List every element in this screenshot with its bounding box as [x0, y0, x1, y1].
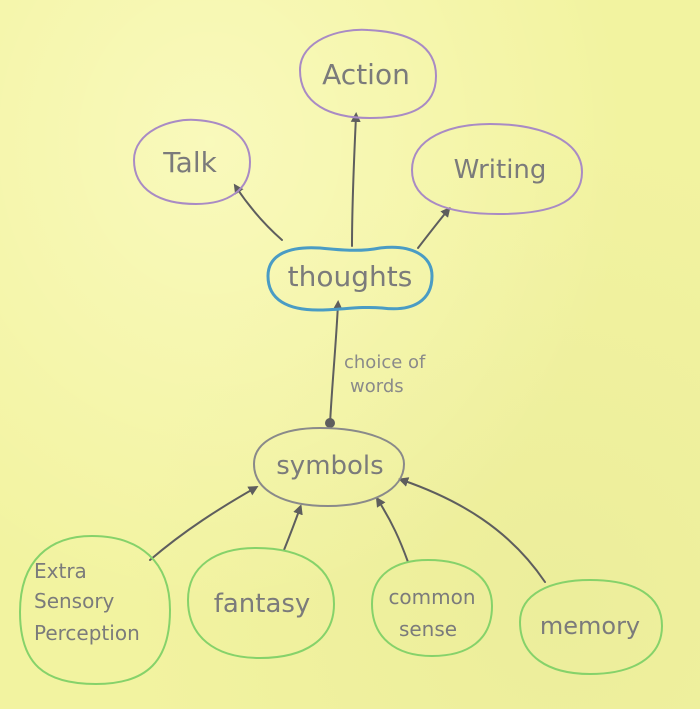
node-esp-line-3: Perception — [34, 621, 140, 645]
edge-esp-symbols — [149, 486, 259, 561]
edge-memory-symbols — [398, 477, 546, 583]
edge-label-line-2: words — [350, 376, 404, 397]
edge-thoughts-action — [350, 112, 361, 247]
node-talk: Talk — [132, 118, 252, 206]
node-esp-line-2: Sensory — [34, 589, 115, 613]
edge-label-line-1: choice of — [344, 352, 426, 373]
edge-thoughts-writing — [417, 206, 451, 249]
edge-thoughts-talk — [233, 183, 283, 241]
edges — [149, 112, 546, 583]
node-thoughts-label: thoughts — [288, 260, 413, 293]
node-common-sense-line-1: common — [388, 585, 475, 609]
node-action-label: Action — [322, 58, 410, 91]
node-fantasy-label: fantasy — [214, 589, 311, 619]
edge-commonsense-symbols — [375, 496, 409, 563]
node-common-sense-line-2: sense — [399, 617, 457, 641]
node-writing: Writing — [410, 122, 584, 216]
node-esp-line-1: Extra — [34, 559, 87, 583]
node-memory-label: memory — [540, 612, 640, 640]
node-symbols: symbols — [252, 426, 406, 508]
node-writing-label: Writing — [454, 155, 547, 185]
node-fantasy: fantasy — [186, 546, 336, 660]
node-talk-label: Talk — [162, 146, 217, 179]
node-symbols-label: symbols — [276, 451, 383, 481]
node-action: Action — [298, 28, 438, 120]
node-common-sense: common sense — [370, 558, 494, 658]
edge-origin-dot — [325, 418, 335, 428]
node-thoughts: thoughts — [266, 245, 434, 312]
node-esp: Extra Sensory Perception — [18, 534, 172, 686]
edge-fantasy-symbols — [283, 504, 303, 551]
edge-symbols-thoughts — [329, 300, 343, 425]
node-memory: memory — [518, 578, 664, 676]
